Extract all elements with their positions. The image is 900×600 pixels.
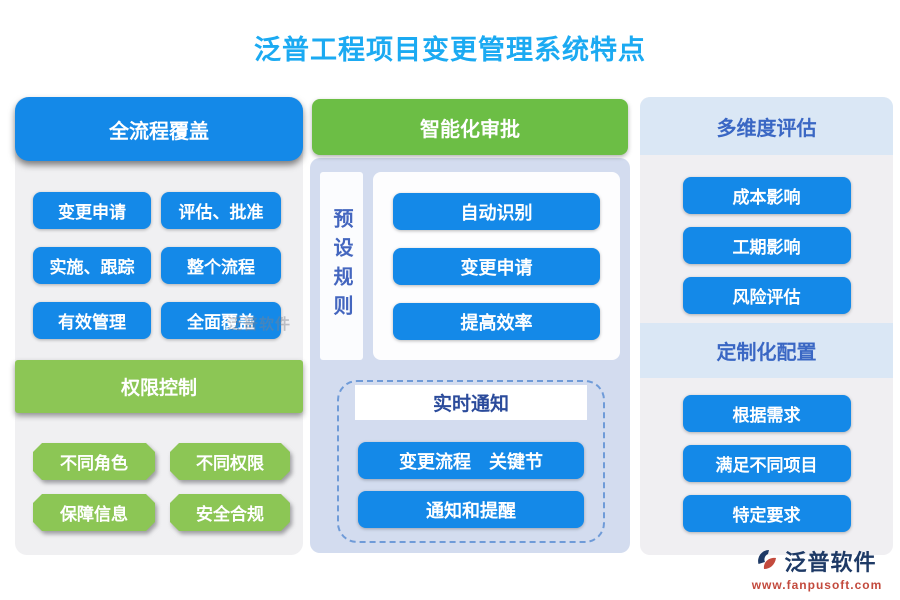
node-risk-assess[interactable]: 风险评估 — [682, 277, 851, 314]
node-improve-efficiency[interactable]: 提高效率 — [393, 303, 600, 340]
custom-config-body: 根据需求 满足不同项目 特定要求 — [640, 378, 893, 532]
node-cost-impact[interactable]: 成本影响 — [682, 177, 851, 214]
panel-right: 多维度评估 成本影响 工期影响 风险评估 定制化配置 根据需求 满足不同项目 特… — [640, 97, 893, 555]
fanpu-logo-name: 泛普软件 — [784, 550, 877, 575]
realtime-notify-group: 实时通知 变更流程 关键节 通知和提醒 — [337, 380, 605, 543]
panel-full-process: 全流程覆盖 变更申请 评估、批准 实施、跟踪 整个流程 有效管理 全面覆盖 泛普… — [15, 97, 303, 555]
preset-rules-label: 预设规则 — [320, 172, 363, 360]
panel-smart-approval: 智能化审批 预设规则 自动识别 变更申请 提高效率 实时通知 变更流程 关键节 … — [310, 97, 630, 553]
full-process-header: 全流程覆盖 — [15, 97, 303, 161]
fanpu-logo-icon — [757, 549, 781, 573]
node-full-coverage[interactable]: 全面覆盖 — [161, 302, 281, 339]
custom-config-header: 定制化配置 — [640, 323, 893, 378]
fanpu-logo: 泛普软件 www.fanpusoft.com — [742, 545, 892, 592]
smart-approval-inner-panel: 自动识别 变更申请 提高效率 — [373, 172, 620, 360]
node-notify-remind[interactable]: 通知和提醒 — [358, 491, 584, 528]
fanpu-logo-url: www.fanpusoft.com — [751, 578, 883, 592]
multi-dimension-header: 多维度评估 — [640, 97, 893, 155]
realtime-notify-header: 实时通知 — [355, 385, 587, 420]
watermark-text: 泛普软件 — [227, 316, 292, 333]
node-whole-process[interactable]: 整个流程 — [161, 247, 281, 284]
node-effective-manage[interactable]: 有效管理 — [33, 302, 151, 339]
node-change-flow-keynode[interactable]: 变更流程 关键节 — [358, 442, 584, 479]
node-secure-info[interactable]: 保障信息 — [33, 494, 155, 531]
node-schedule-impact[interactable]: 工期影响 — [682, 227, 851, 264]
node-different-perms[interactable]: 不同权限 — [170, 443, 290, 480]
page-title: 泛普工程项目变更管理系统特点 — [254, 35, 646, 65]
node-fit-diff-projects[interactable]: 满足不同项目 — [682, 445, 851, 482]
node-implement-track[interactable]: 实施、跟踪 — [33, 247, 151, 284]
smart-approval-header: 智能化审批 — [312, 99, 628, 155]
node-per-requirement[interactable]: 根据需求 — [682, 395, 851, 432]
node-evaluate-approve[interactable]: 评估、批准 — [161, 192, 281, 229]
node-auto-identify[interactable]: 自动识别 — [393, 193, 600, 230]
node-different-roles[interactable]: 不同角色 — [33, 443, 155, 480]
node-specific-demands[interactable]: 特定要求 — [682, 495, 851, 532]
multi-dimension-body: 成本影响 工期影响 风险评估 — [640, 155, 893, 323]
node-change-request[interactable]: 变更申请 — [33, 192, 151, 229]
node-safety-compliance[interactable]: 安全合规 — [170, 494, 290, 531]
node-change-request-mid[interactable]: 变更申请 — [393, 248, 600, 285]
permission-control-header: 权限控制 — [15, 360, 303, 413]
